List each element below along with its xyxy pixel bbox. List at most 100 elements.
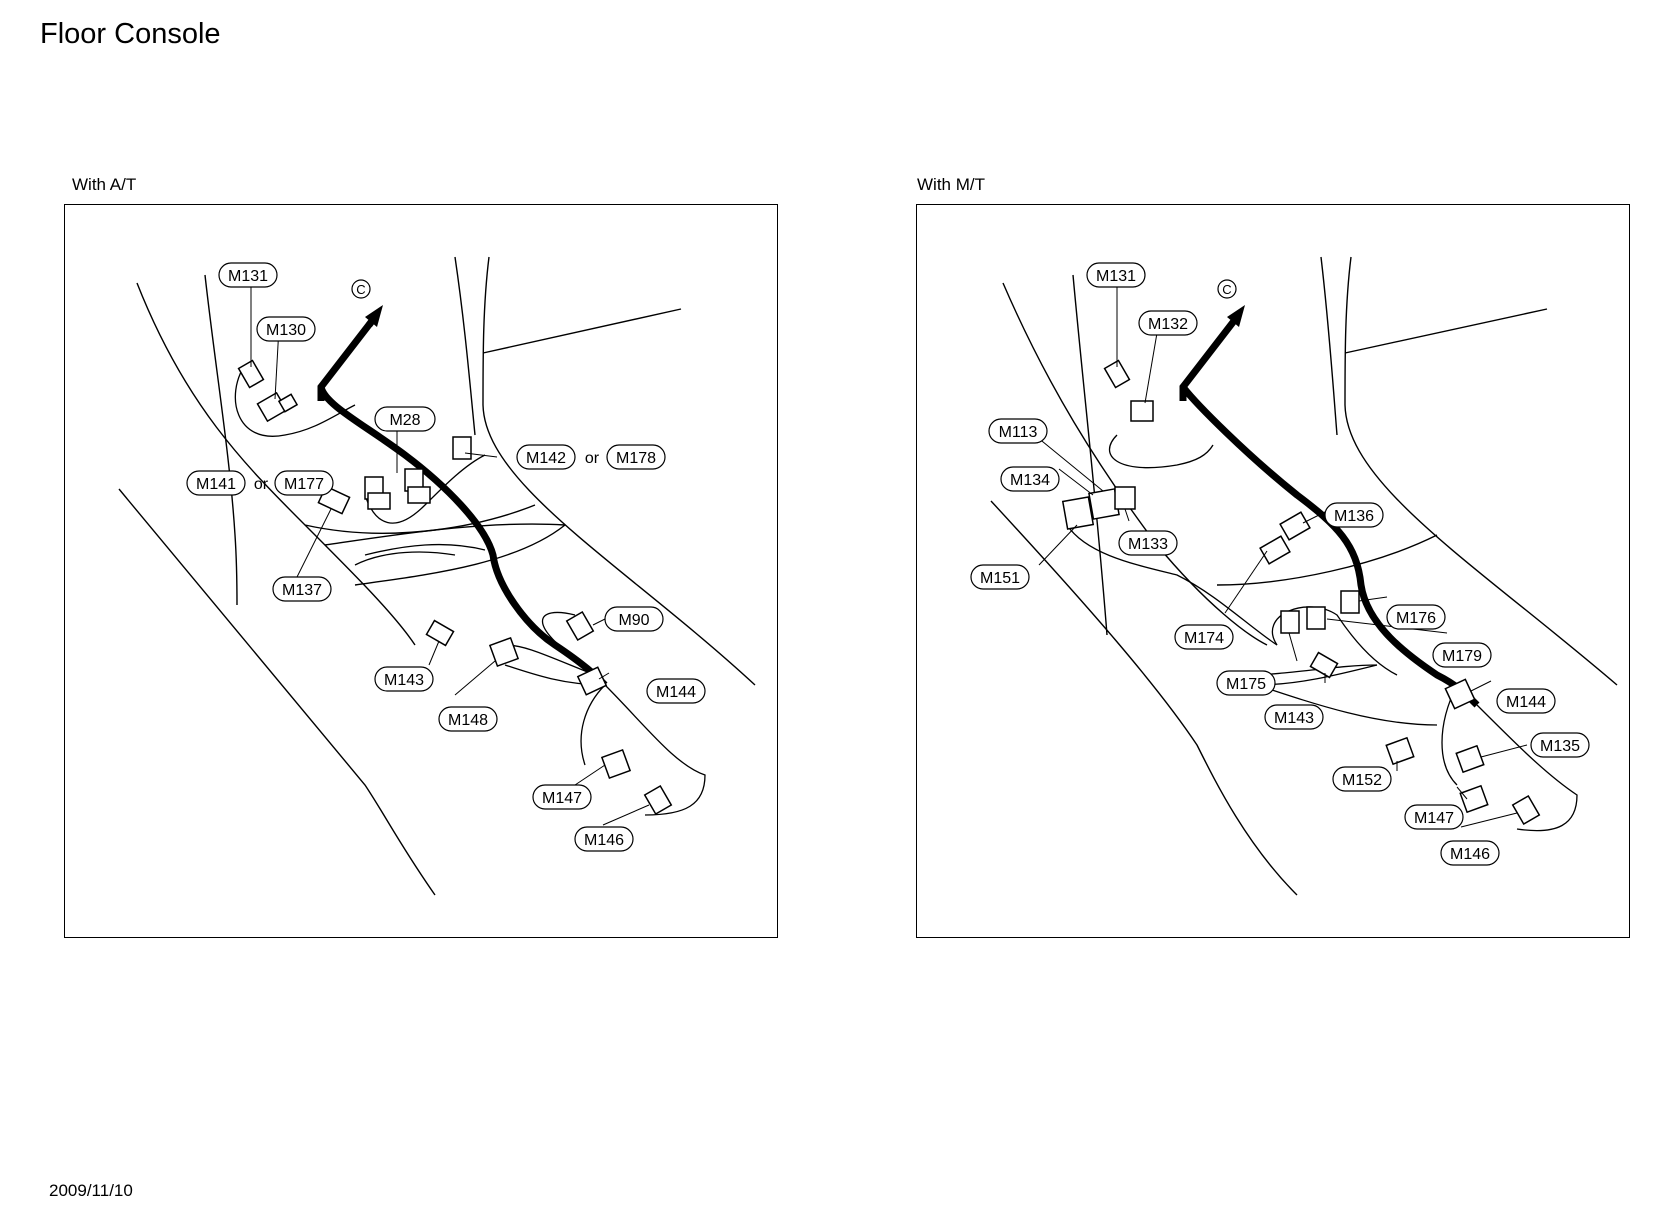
connector-m174-icon: [1259, 535, 1291, 565]
connector-m152-icon: [1385, 736, 1415, 766]
label-m136: M136: [1324, 502, 1384, 528]
or-text-m141-m177: or: [254, 476, 269, 493]
svg-text:M144: M144: [656, 684, 696, 701]
svg-text:M90: M90: [618, 612, 649, 629]
svg-text:M177: M177: [284, 476, 324, 493]
leader-lines: [250, 285, 650, 826]
connector-m176-icon: [1340, 590, 1360, 614]
connector-m151-icon: [1061, 496, 1095, 530]
label-m179: M179: [1432, 642, 1492, 668]
connector-m144-icon: [1444, 678, 1476, 710]
label-m90: M90: [604, 606, 664, 632]
label-m151: M151: [970, 564, 1030, 590]
label-m143: M143: [374, 666, 434, 692]
label-m135: M135: [1530, 732, 1590, 758]
connector-m179-icon: [1306, 606, 1326, 630]
panel-with-at: C M131 M130 M28 M142 or M178 M141 or M17…: [64, 204, 778, 938]
label-m144: M144: [1496, 688, 1556, 714]
connector-m143-icon: [425, 619, 455, 647]
connector-m144-icon: [576, 666, 608, 696]
connector-labels-mt: M131 M132 M113 M134 M133 M151 M136 M176 …: [970, 262, 1590, 866]
label-m130: M130: [256, 316, 316, 342]
label-m144: M144: [646, 678, 706, 704]
svg-text:M137: M137: [282, 582, 322, 599]
svg-text:M147: M147: [1414, 810, 1454, 827]
svg-text:M147: M147: [542, 790, 582, 807]
svg-text:C: C: [1222, 282, 1231, 297]
svg-text:C: C: [356, 282, 365, 297]
harness-arrow-icon: [1227, 305, 1245, 327]
svg-text:M175: M175: [1226, 676, 1266, 693]
svg-text:M133: M133: [1128, 536, 1168, 553]
svg-text:M143: M143: [1274, 710, 1314, 727]
svg-text:M113: M113: [999, 424, 1038, 441]
label-m147: M147: [532, 784, 592, 810]
connector-m146-icon: [643, 784, 673, 816]
svg-text:M135: M135: [1540, 738, 1580, 755]
label-m137: M137: [272, 576, 332, 602]
connector-m131-icon: [1103, 359, 1131, 389]
svg-text:M152: M152: [1342, 772, 1382, 789]
main-harness-body: [317, 314, 608, 688]
svg-text:M134: M134: [1010, 472, 1050, 489]
svg-text:M132: M132: [1148, 316, 1188, 333]
svg-text:M130: M130: [266, 322, 306, 339]
page-title: Floor Console: [40, 18, 221, 50]
ref-symbol-c: C: [351, 279, 371, 299]
label-m147: M147: [1404, 804, 1464, 830]
or-text-m142-m178: or: [585, 450, 600, 467]
svg-text:M142: M142: [526, 450, 566, 467]
svg-text:M136: M136: [1334, 508, 1374, 525]
svg-text:M178: M178: [616, 450, 656, 467]
connector-m142-icon: [452, 436, 472, 460]
connector-m132-icon: [1130, 400, 1154, 422]
footer-date: 2009/11/10: [49, 1181, 133, 1200]
label-m131: M131: [218, 262, 278, 288]
label-m134: M134: [1000, 466, 1060, 492]
label-m146: M146: [574, 826, 634, 852]
harness-arrow-icon: [365, 305, 383, 327]
svg-text:M141: M141: [196, 476, 236, 493]
panel-caption-at: With A/T: [72, 175, 137, 194]
svg-text:M131: M131: [228, 268, 268, 285]
label-m174: M174: [1174, 624, 1234, 650]
svg-text:M144: M144: [1506, 694, 1546, 711]
connector-m148-icon: [488, 636, 520, 668]
label-m178: M178: [606, 444, 666, 470]
thin-wires: [1066, 434, 1578, 832]
svg-text:M148: M148: [448, 712, 488, 729]
label-m175: M175: [1216, 670, 1276, 696]
label-m131: M131: [1086, 262, 1146, 288]
connector-m90-icon: [565, 610, 595, 642]
connector-m131-icon: [237, 359, 265, 389]
connector-m143-icon: [1309, 651, 1339, 679]
svg-text:M131: M131: [1096, 268, 1136, 285]
wiring-diagram-mt: C M131 M132 M113 M134 M133 M151 M136 M17…: [970, 256, 1618, 896]
panel-with-mt: C M131 M132 M113 M134 M133 M151 M136 M17…: [916, 204, 1630, 938]
label-m141: M141: [186, 470, 246, 496]
label-m28: M28: [374, 406, 436, 432]
connector-labels-at: M131 M130 M28 M142 or M178 M141 or M177 …: [186, 262, 706, 852]
connector-m135-icon: [1455, 744, 1485, 774]
panel-caption-mt: With M/T: [917, 175, 985, 194]
svg-text:M174: M174: [1184, 630, 1224, 647]
connector-glyphs: [1061, 359, 1541, 826]
label-m177: M177: [274, 470, 334, 496]
svg-text:M146: M146: [584, 832, 624, 849]
connector-m146-icon: [1511, 794, 1541, 826]
label-m133: M133: [1118, 530, 1178, 556]
connector-m133-icon: [1114, 486, 1136, 510]
label-m113: M113: [988, 418, 1048, 444]
svg-text:M143: M143: [384, 672, 424, 689]
main-harness: [317, 314, 378, 401]
label-m143: M143: [1264, 704, 1324, 730]
label-m152: M152: [1332, 766, 1392, 792]
connector-m136-icon: [1279, 511, 1311, 541]
label-m176: M176: [1386, 604, 1446, 630]
connector-m147-icon: [600, 748, 632, 780]
ref-symbol-c: C: [1217, 279, 1237, 299]
connector-glyphs: [237, 359, 673, 816]
label-m146: M146: [1440, 840, 1500, 866]
svg-text:M28: M28: [389, 412, 420, 429]
svg-text:M176: M176: [1396, 610, 1436, 627]
